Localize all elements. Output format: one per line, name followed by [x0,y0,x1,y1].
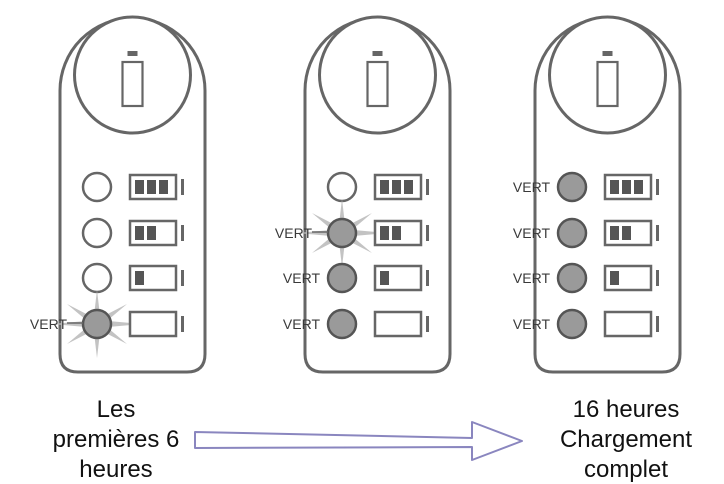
battery-terminal [656,225,659,241]
led-on [326,308,358,340]
battery-terminal [426,225,429,241]
battery-segment [159,180,168,194]
battery-segment [147,180,156,194]
battery-level-3-icon [373,173,429,201]
charge-indicator-circle [318,15,437,135]
battery-segment [634,180,643,194]
led-label-vert: VERT [513,270,551,286]
charge-indicator-circle [73,15,192,135]
battery-segment [135,226,144,240]
led-on [556,171,588,203]
battery-terminal [656,179,659,195]
battery-level-1-icon [373,264,429,292]
led-label-vert: VERT [513,316,551,332]
led-on [81,308,113,340]
battery-terminal [181,179,184,195]
battery-level-3-icon [603,173,659,201]
battery-segment [147,226,156,240]
battery-level-1-icon [603,264,659,292]
battery-outline [603,310,653,338]
right-caption-line-3: complet [584,456,668,483]
led-on [556,262,588,294]
battery-body [596,60,619,108]
led-label-vert: VERT [283,270,321,286]
battery-outline [128,310,178,338]
right-caption: 16 heures Chargement complet [560,396,692,483]
battery-level-3-icon [128,173,184,201]
battery-terminal [372,51,383,56]
charger-panel-3: VERT VERT VERT VERT [513,15,682,374]
battery-terminal [426,179,429,195]
led-on [326,217,358,249]
battery-segment [622,226,631,240]
led-label-vert: VERT [513,225,551,241]
led-label-vert: VERT [283,316,321,332]
led-on [326,262,358,294]
battery-outline-icon [366,51,389,108]
led-off [81,171,113,203]
battery-segment [135,271,144,285]
battery-level-2-icon [373,219,429,247]
battery-segment [404,180,413,194]
charger-panel-1: VERT [30,15,207,374]
right-caption-line-1: 16 heures [573,396,680,423]
left-caption: Les premières 6 heures [53,396,180,483]
led-on [556,217,588,249]
battery-segment [610,226,619,240]
battery-terminal [656,270,659,286]
battery-segment [622,180,631,194]
led-label-vert: VERT [275,225,313,241]
battery-segment [610,271,619,285]
battery-terminal [426,270,429,286]
battery-terminal [181,316,184,332]
battery-segment [135,180,144,194]
battery-terminal [127,51,138,56]
battery-empty-icon [603,310,659,338]
led-off [326,171,358,203]
battery-terminal [181,225,184,241]
battery-terminal [656,316,659,332]
battery-segment [380,226,389,240]
charger-panels: VERT VERT VERT VERT VERT VERT VERT VERT [30,15,682,374]
left-caption-line-3: heures [79,456,152,483]
progress-arrow [194,421,523,461]
led-label-vert: VERT [513,179,551,195]
led-label-vert: VERT [30,316,68,332]
led-off [81,217,113,249]
battery-segment [380,271,389,285]
battery-outline-icon [596,51,619,108]
battery-outline-icon [121,51,144,108]
battery-body [121,60,144,108]
battery-terminal [181,270,184,286]
left-caption-line-2: premières 6 [53,426,180,453]
charge-indicator-circle [548,15,667,135]
battery-segment [380,180,389,194]
battery-outline [373,310,423,338]
battery-segment [610,180,619,194]
battery-level-2-icon [128,219,184,247]
battery-level-1-icon [128,264,184,292]
battery-outline [373,264,423,292]
battery-empty-icon [373,310,429,338]
battery-segment [392,180,401,194]
left-caption-line-1: Les [97,396,136,423]
led-off [81,262,113,294]
right-caption-line-2: Chargement [560,426,692,453]
led-on [556,308,588,340]
charger-panel-2: VERT VERT VERT [275,15,452,374]
battery-body [366,60,389,108]
battery-level-2-icon [603,219,659,247]
battery-segment [392,226,401,240]
battery-terminal [426,316,429,332]
battery-terminal [602,51,613,56]
battery-empty-icon [128,310,184,338]
